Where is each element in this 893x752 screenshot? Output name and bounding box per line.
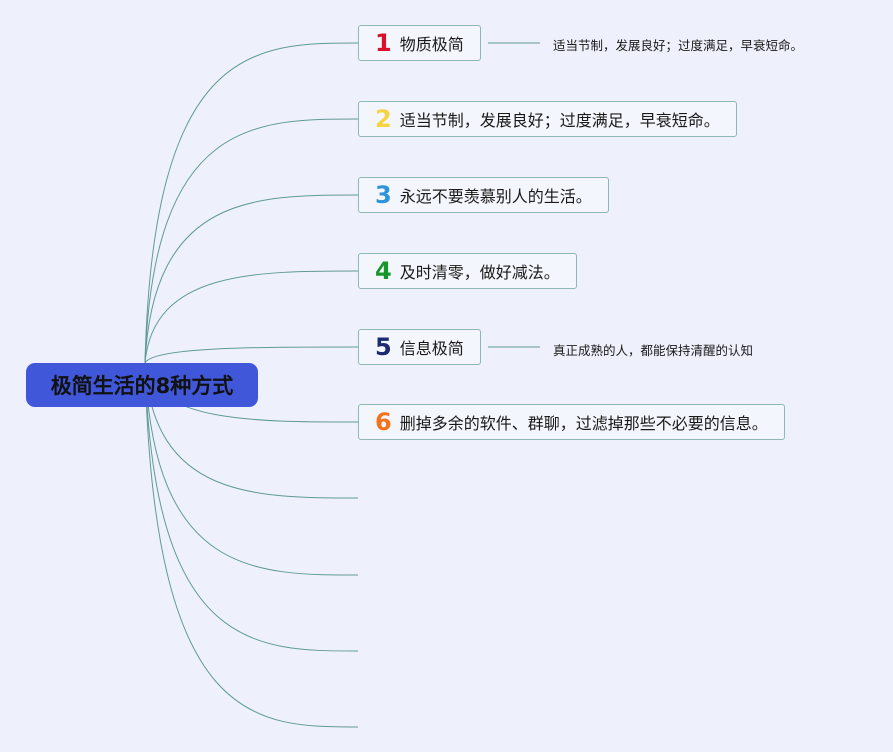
number-icon-4: 4 xyxy=(375,257,392,285)
central-topic-label: 极简生活的8种方式 xyxy=(50,374,234,398)
branch-10-connector xyxy=(144,362,359,728)
branch-4-connector xyxy=(144,270,359,364)
topic-6[interactable]: 6 删掉多余的软件、群聊，过滤掉那些不必要的信息。 xyxy=(358,404,785,440)
branch-7-connector xyxy=(144,362,359,499)
topic-1-label: 物质极简 xyxy=(399,35,464,54)
topic-3-label: 永远不要羡慕别人的生活。 xyxy=(399,187,592,206)
central-topic[interactable]: 极简生活的8种方式 xyxy=(26,363,258,407)
topic-2-label: 适当节制，发展良好；过度满足，早衰短命。 xyxy=(399,111,720,130)
branch-5-connector xyxy=(144,346,359,364)
topic-1[interactable]: 1 物质极简 xyxy=(358,25,481,61)
topic-3[interactable]: 3 永远不要羡慕别人的生活。 xyxy=(358,177,609,213)
branch-1-connector xyxy=(144,42,359,364)
topic-4[interactable]: 4 及时清零，做好减法。 xyxy=(358,253,577,289)
number-icon-2: 2 xyxy=(375,105,392,133)
topic-5-label: 信息极简 xyxy=(399,339,464,358)
topic-4-label: 及时清零，做好减法。 xyxy=(399,263,560,282)
number-icon-3: 3 xyxy=(375,181,392,209)
branch-2-connector xyxy=(144,118,359,364)
branch-3-connector xyxy=(144,194,359,364)
note-topic-5[interactable]: 真正成熟的人，都能保持清醒的认知 xyxy=(553,343,754,358)
topic-5[interactable]: 5 信息极简 xyxy=(358,329,481,365)
number-icon-6: 6 xyxy=(375,408,392,436)
branch-9-connector xyxy=(144,362,359,652)
branch-8-connector xyxy=(144,362,359,576)
topic-2[interactable]: 2 适当节制，发展良好；过度满足，早衰短命。 xyxy=(358,101,737,137)
topic-6-label: 删掉多余的软件、群聊，过滤掉那些不必要的信息。 xyxy=(399,414,768,433)
number-icon-5: 5 xyxy=(375,333,392,361)
number-icon-1: 1 xyxy=(375,29,392,57)
note-topic-1[interactable]: 适当节制，发展良好；过度满足，早衰短命。 xyxy=(553,38,804,53)
